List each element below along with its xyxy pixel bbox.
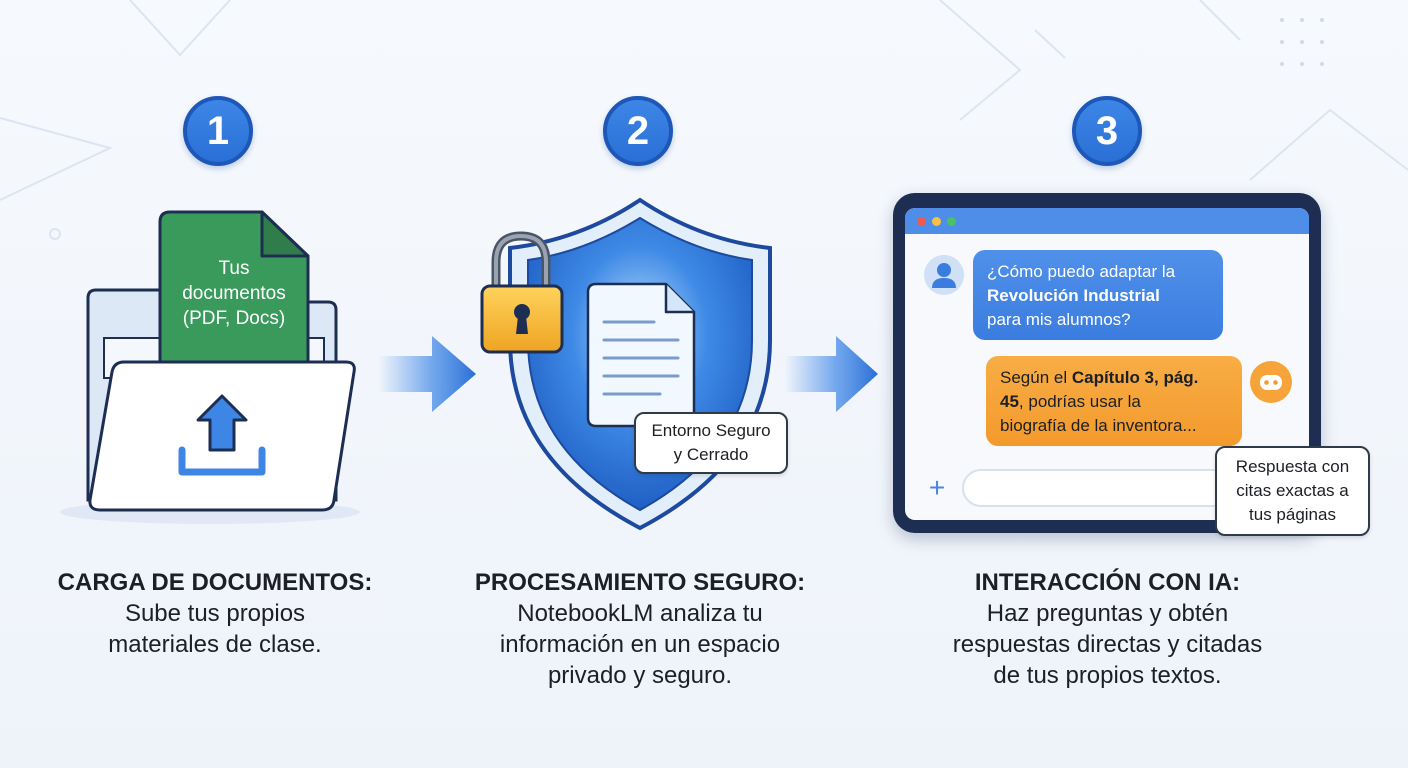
ai-message-citation: Capítulo 3, pág.: [1071, 368, 1199, 387]
step-3-heading: INTERACCIÓN CON IA:: [974, 569, 1241, 596]
robot-icon: [1260, 375, 1282, 390]
step-3-text: respuestas directas y citadas: [952, 631, 1263, 658]
callout-line: tus páginas: [1249, 505, 1336, 524]
document-label: Tus documentos (PDF, Docs): [162, 256, 306, 331]
step-2-text: privado y seguro.: [547, 662, 733, 689]
user-message-bold: Revolución Industrial: [987, 286, 1160, 305]
step-2-heading: PROCESAMIENTO SEGURO:: [474, 569, 806, 596]
upload-icon: [178, 394, 266, 476]
user-message-bubble: ¿Cómo puedo adaptar la Revolución Indust…: [973, 250, 1223, 340]
step-2-badge: 2: [603, 96, 673, 166]
document-label-line: Tus: [218, 258, 250, 279]
secure-environment-callout: Entorno Seguro y Cerrado: [634, 412, 788, 474]
ai-message-text: , podrías usar la: [1018, 392, 1141, 411]
ai-message-text: Según el: [1000, 368, 1072, 387]
ai-message-bubble: Según el Capítulo 3, pág. 45, podrías us…: [986, 356, 1242, 446]
step-2-caption: PROCESAMIENTO SEGURO: NotebookLM analiza…: [440, 568, 840, 691]
document-label-line: (PDF, Docs): [182, 308, 286, 329]
callout-line: y Cerrado: [673, 445, 749, 464]
arrow-right-icon: [378, 336, 476, 412]
step-2-text: información en un espacio: [499, 631, 781, 658]
step-1-caption: CARGA DE DOCUMENTOS: Sube tus propios ma…: [20, 568, 410, 660]
window-titlebar: [905, 208, 1309, 234]
padlock-icon: [480, 231, 564, 354]
user-message-line: para mis alumnos?: [987, 310, 1131, 329]
ai-message-text: biografía de la inventora...: [1000, 416, 1197, 435]
user-avatar: [924, 255, 964, 295]
step-3-text: Haz preguntas y obtén: [986, 600, 1229, 627]
step-1-badge: 1: [183, 96, 253, 166]
callout-line: Respuesta con: [1235, 457, 1350, 476]
step-3-badge: 3: [1072, 96, 1142, 166]
callout-line: citas exactas a: [1236, 481, 1349, 500]
ai-message-citation: 45: [1000, 392, 1019, 411]
callout-line: Entorno Seguro: [651, 421, 771, 440]
chat-input[interactable]: [962, 469, 1232, 507]
user-message-line: ¿Cómo puedo adaptar la: [987, 262, 1176, 281]
step-1-text: materiales de clase.: [108, 631, 322, 658]
citations-callout: Respuesta con citas exactas a tus página…: [1215, 446, 1370, 536]
user-icon: [932, 263, 956, 288]
step-1-text: Sube tus propios: [124, 600, 306, 627]
arrow-right-icon: [784, 336, 878, 412]
plus-icon[interactable]: +: [928, 472, 946, 503]
step-1-heading: CARGA DE DOCUMENTOS:: [57, 569, 373, 596]
step-2-text: NotebookLM analiza tu: [517, 600, 763, 627]
document-icon: [586, 282, 696, 428]
window-maximize-dot[interactable]: [947, 217, 956, 226]
window-close-dot[interactable]: [917, 217, 926, 226]
window-minimize-dot[interactable]: [932, 217, 941, 226]
shield-icon: [508, 197, 772, 531]
step-3-text: de tus propios textos.: [993, 662, 1222, 689]
bot-avatar: [1250, 361, 1292, 403]
document-label-line: documentos: [182, 283, 286, 304]
step-3-caption: INTERACCIÓN CON IA: Haz preguntas y obté…: [900, 568, 1315, 691]
